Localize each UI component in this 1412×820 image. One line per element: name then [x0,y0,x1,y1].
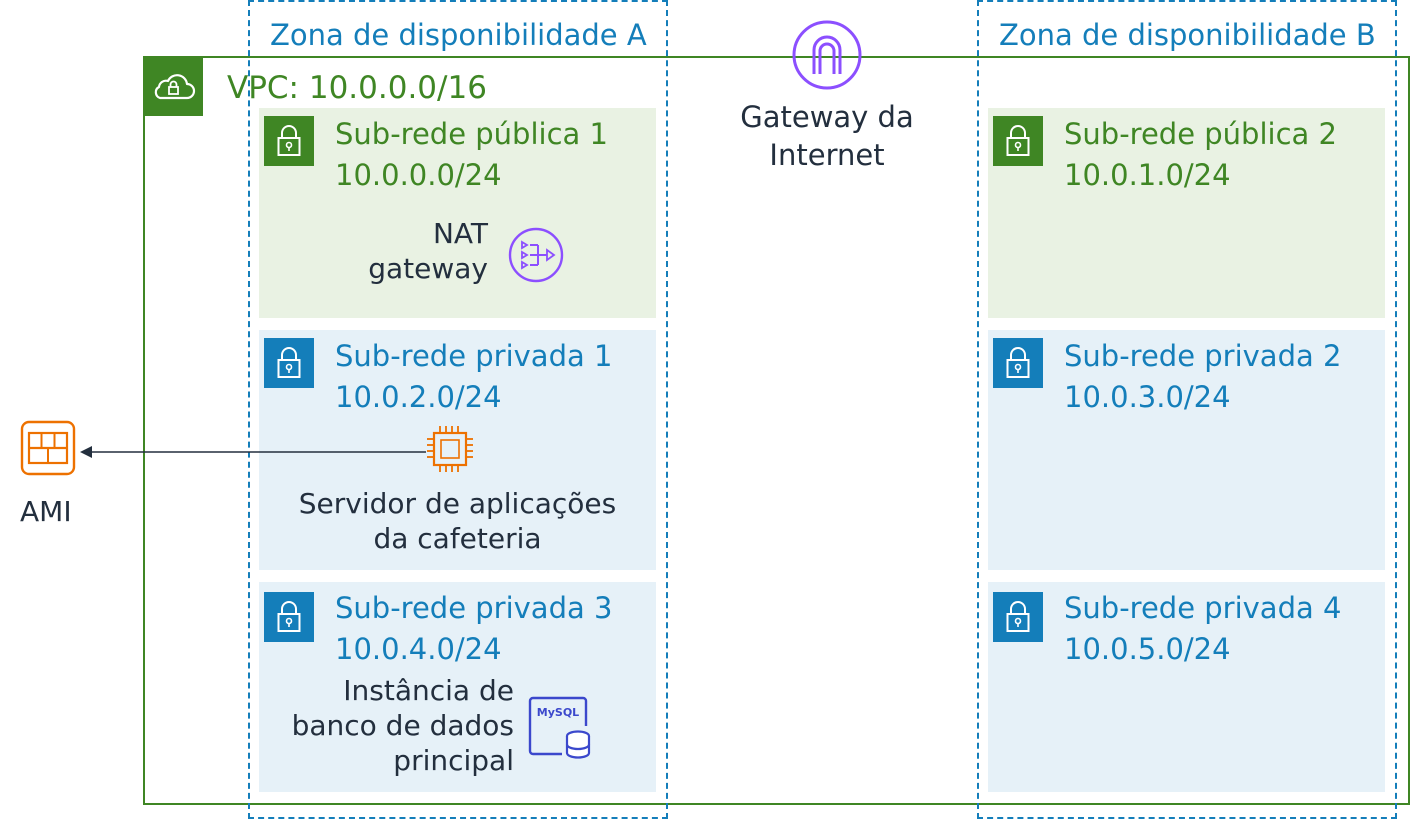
subnet-public-2 [988,108,1385,318]
ami-icon [20,420,76,476]
database-label-line2: banco de dados [291,709,514,742]
vpc-boundary [143,56,1410,805]
nat-gateway-label-line1: NAT [432,217,488,250]
lock-icon [264,338,314,388]
subnet-private-1 [259,330,656,570]
lock-icon [264,592,314,642]
subnet-private-1-label: Sub-rede privada 1 10.0.2.0/24 [335,336,612,418]
lock-icon [993,338,1043,388]
subnet-cidr: 10.0.2.0/24 [335,380,502,414]
subnet-cidr: 10.0.1.0/24 [1064,158,1231,192]
nat-gateway-label: NAT gateway [300,216,488,286]
subnet-cidr: 10.0.4.0/24 [335,632,502,666]
lock-icon [993,116,1043,166]
subnet-name: Sub-rede privada 1 [335,339,613,373]
subnet-private-3-label: Sub-rede privada 3 10.0.4.0/24 [335,588,612,670]
vpc-cloud-icon [143,56,203,116]
subnet-private-4-label: Sub-rede privada 4 10.0.5.0/24 [1064,588,1341,670]
lock-icon [264,116,314,166]
internet-gateway-label-line1: Gateway da [740,100,914,134]
subnet-name: Sub-rede privada 4 [1064,591,1342,625]
internet-gateway-label: Gateway da Internet [727,98,927,174]
subnet-cidr: 10.0.3.0/24 [1064,380,1231,414]
mysql-db-icon: MySQL [528,696,591,759]
subnet-private-2-label: Sub-rede privada 2 10.0.3.0/24 [1064,336,1341,418]
app-server-label: Servidor de aplicações da cafeteria [259,486,656,556]
subnet-private-4 [988,582,1385,792]
subnet-name: Sub-rede privada 2 [1064,339,1342,373]
subnet-name: Sub-rede pública 1 [335,117,608,151]
vpc-label: VPC: 10.0.0.0/16 [227,70,487,106]
availability-zone-b [977,0,1397,819]
app-server-label-line1: Servidor de aplicações [298,487,617,520]
database-label-line1: Instância de [343,674,514,707]
availability-zone-b-label: Zona de disponibilidade B [999,18,1376,52]
nat-gateway-icon [508,227,564,283]
ami-label: AMI [20,495,72,528]
internet-gateway-icon [792,20,862,90]
subnet-private-3 [259,582,656,792]
subnet-public-1-label: Sub-rede pública 1 10.0.0.0/24 [335,114,608,196]
subnet-public-1 [259,108,656,318]
availability-zone-a-label: Zona de disponibilidade A [270,18,647,52]
app-server-label-line2: da cafeteria [373,522,542,555]
availability-zone-a [248,0,668,819]
database-label-line3: principal [393,744,514,777]
subnet-public-2-label: Sub-rede pública 2 10.0.1.0/24 [1064,114,1337,196]
subnet-private-2 [988,330,1385,570]
subnet-name: Sub-rede privada 3 [335,591,613,625]
nat-gateway-label-line2: gateway [368,252,488,285]
internet-gateway-label-line2: Internet [769,138,885,172]
ec2-instance-icon [427,426,473,472]
lock-icon [993,592,1043,642]
subnet-name: Sub-rede pública 2 [1064,117,1337,151]
subnet-cidr: 10.0.5.0/24 [1064,632,1231,666]
subnet-cidr: 10.0.0.0/24 [335,158,502,192]
database-label: Instância de banco de dados principal [259,673,514,778]
mysql-badge-text: MySQL [537,706,579,719]
